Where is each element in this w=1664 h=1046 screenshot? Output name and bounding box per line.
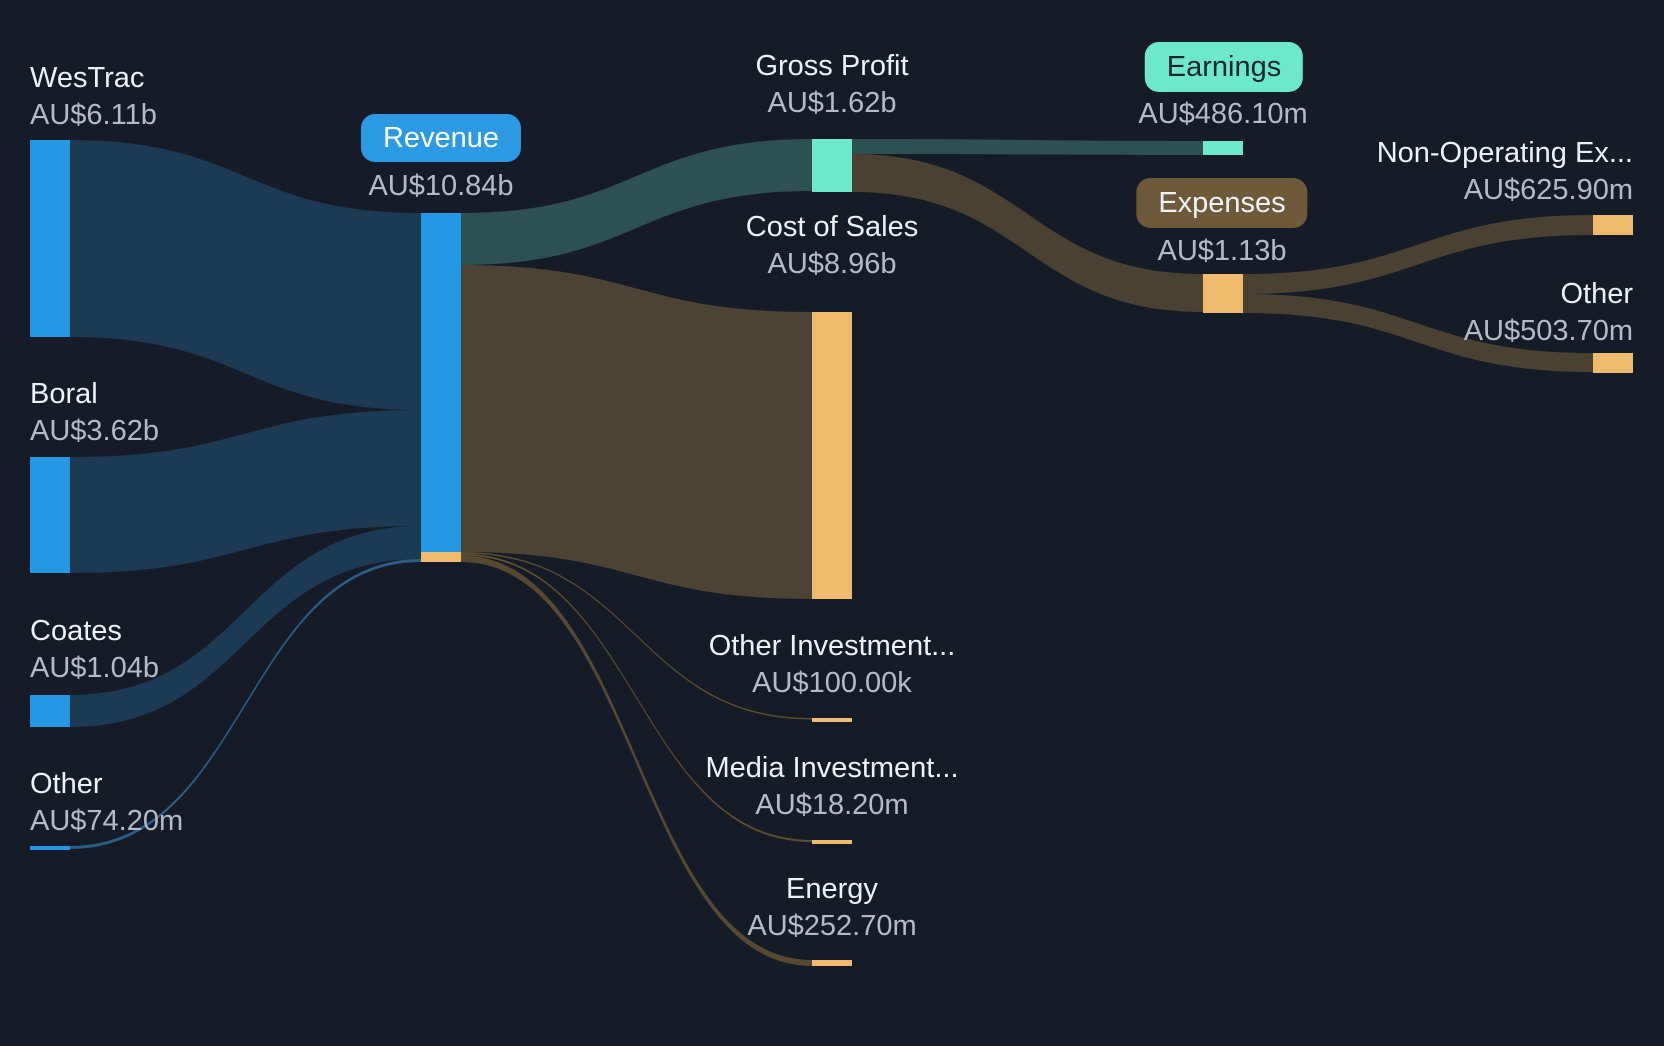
gross-profit-label: Gross Profit (755, 50, 909, 82)
flow-gross_profit-earnings[interactable] (852, 139, 1203, 155)
media-investment-label: Media Investment... (705, 752, 959, 784)
media-investment-value: AU$18.20m (755, 789, 909, 821)
node-bar-other_exp[interactable] (1593, 353, 1633, 373)
revenue-small-segments[interactable] (421, 552, 461, 562)
flow-coates-revenue[interactable] (70, 526, 421, 727)
flow-revenue-other_investment[interactable] (461, 552, 812, 720)
node-label-westrac: WesTrac AU$6.11b (30, 60, 157, 134)
expenses-value: AU$1.13b (1157, 235, 1287, 267)
other-investment-value: AU$100.00k (752, 667, 912, 699)
flow-revenue-cost_of_sales[interactable] (461, 265, 812, 599)
node-bar-other_investment[interactable] (812, 718, 852, 722)
other-source-label: Other (30, 768, 103, 800)
node-bar-earnings[interactable] (1203, 141, 1243, 155)
node-label-boral: Boral AU$3.62b (30, 376, 159, 450)
flow-expenses-other_exp[interactable] (1243, 294, 1593, 372)
flow-boral-revenue[interactable] (70, 410, 421, 573)
other-expense-value: AU$503.70m (1463, 315, 1633, 347)
coates-value: AU$1.04b (30, 652, 159, 684)
node-bar-coates[interactable] (30, 695, 70, 727)
flow-westrac-revenue[interactable] (70, 140, 421, 410)
node-bar-media_investment[interactable] (812, 840, 852, 844)
other-source-value: AU$74.20m (30, 805, 184, 837)
node-label-gross-profit: Gross Profit AU$1.62b (755, 48, 908, 122)
node-label-coates: Coates AU$1.04b (30, 613, 159, 687)
node-bar-gross_profit[interactable] (812, 139, 852, 192)
node-label-other-expense: Other AU$503.70m (1464, 276, 1633, 350)
boral-label: Boral (30, 378, 98, 410)
westrac-label: WesTrac (30, 62, 145, 94)
node-bar-westrac[interactable] (30, 140, 70, 337)
flow-revenue-media_investment[interactable] (461, 553, 812, 843)
node-label-media-investment: Media Investment... AU$18.20m (705, 750, 958, 824)
earnings-value: AU$486.10m (1138, 98, 1308, 130)
coates-label: Coates (30, 615, 122, 647)
node-label-other-source: Other AU$74.20m (30, 766, 183, 840)
node-label-cost-of-sales: Cost of Sales AU$8.96b (746, 209, 918, 283)
flow-revenue-gross_profit[interactable] (461, 139, 812, 265)
westrac-value: AU$6.11b (30, 99, 157, 131)
non-operating-label: Non-Operating Ex... (1376, 137, 1633, 169)
boral-value: AU$3.62b (30, 415, 159, 447)
node-label-energy: Energy AU$252.70m (747, 871, 916, 945)
flow-other_src-revenue[interactable] (70, 559, 421, 849)
cost-of-sales-value: AU$8.96b (767, 248, 897, 280)
gross-profit-value: AU$1.62b (767, 87, 897, 119)
node-bar-boral[interactable] (30, 457, 70, 573)
other-expense-label: Other (1560, 278, 1633, 310)
node-bar-revenue[interactable] (421, 213, 461, 552)
node-bar-expenses[interactable] (1203, 274, 1243, 313)
node-label-non-operating: Non-Operating Ex... AU$625.90m (1377, 135, 1633, 209)
other-investment-label: Other Investment... (708, 630, 956, 662)
revenue-pill: Revenue (360, 114, 522, 162)
revenue-value: AU$10.84b (368, 170, 514, 202)
node-bar-other_src[interactable] (30, 846, 70, 850)
non-operating-value: AU$625.90m (1463, 174, 1633, 206)
node-label-other-investment: Other Investment... AU$100.00k (709, 628, 956, 702)
cost-of-sales-label: Cost of Sales (745, 211, 919, 243)
earnings-pill: Earnings (1144, 42, 1304, 92)
energy-label: Energy (786, 873, 878, 905)
node-bar-energy[interactable] (812, 960, 852, 966)
flow-revenue-energy[interactable] (461, 555, 812, 967)
expenses-pill: Expenses (1136, 178, 1308, 228)
node-bar-non_operating[interactable] (1593, 215, 1633, 235)
flow-expenses-non_operating[interactable] (1243, 215, 1593, 294)
energy-value: AU$252.70m (747, 910, 917, 942)
flow-gross_profit-expenses[interactable] (852, 154, 1203, 312)
node-bar-cost_of_sales[interactable] (812, 312, 852, 599)
